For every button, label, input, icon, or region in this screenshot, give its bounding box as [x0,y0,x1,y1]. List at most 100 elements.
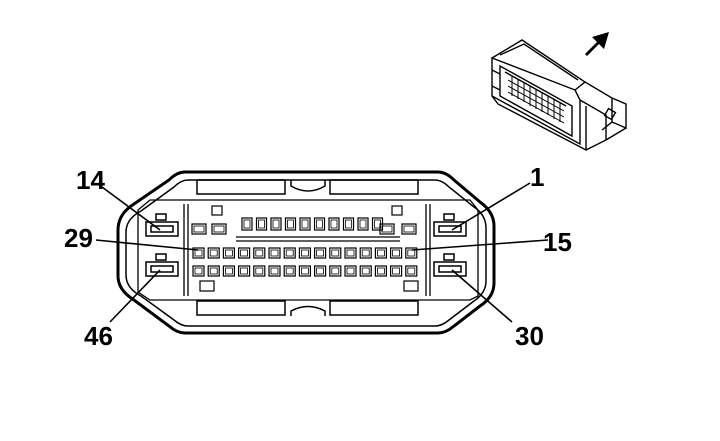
pin-cavity-contact [194,249,203,257]
leader-30 [451,269,513,323]
pin-cavity [342,217,355,231]
pin-cavity [241,217,253,231]
pin-cavity-contact [224,249,233,257]
pin-cavity-contact [213,225,225,233]
pin-46-terminal [145,253,179,277]
pin-cavity-contact [316,219,323,229]
pin-cavity [405,247,418,259]
pin-cavity [379,223,395,235]
pin-cavity-contact [285,249,294,257]
pin-cavity [329,265,342,277]
pin-cavity-contact [300,267,309,275]
pin-cavity-contact [407,267,416,275]
pin-cavity-contact [376,267,385,275]
pin-cavity [401,223,417,235]
pin-cavity [359,265,372,277]
pin-cavity-contact [316,249,325,257]
pin-cavity [222,265,235,277]
leader-14 [101,186,161,231]
pin-cavity [284,217,297,231]
pin-cavity [374,265,387,277]
pin-cavity [268,247,281,259]
pin-cavity [329,247,342,259]
pin-cavity-contact [285,267,294,275]
pin-field-frame [137,199,479,301]
pin-grid [191,217,418,277]
pin-cavity [207,265,220,277]
pin-cavity-contact [392,249,401,257]
pin-cavity [390,265,403,277]
pin-cavity [207,247,220,259]
pin-cavity-contact [359,219,367,229]
pin-cavity-contact [270,267,279,275]
pin-cavity [268,265,281,277]
pin-cavity-contact [361,267,370,275]
pin-cavity-contact [403,225,415,233]
pin-cavity [192,247,205,259]
pin-cavity-contact [331,267,340,275]
leader-1 [451,182,531,231]
center-key [290,305,326,316]
pin-cavity-contact [331,249,340,257]
pin-cavity-contact [361,249,370,257]
pin-label-29: 29 [64,223,93,253]
connector-perspective-icon [490,39,627,152]
pin-cavity-contact [346,249,355,257]
pin-cavity [405,265,418,277]
pin-cavity-contact [209,249,218,257]
pin-cavity [298,265,311,277]
pin-cavity [374,247,387,259]
pin-1-terminal [433,213,467,237]
leader-29 [95,239,199,251]
pin-cavity [211,223,227,235]
pin-cavity-contact [301,219,309,229]
pin-cavity-contact [381,225,393,233]
pin-cavity [344,247,357,259]
pin-cavity [313,217,326,231]
pin-cavity-contact [407,249,416,257]
key-slot [329,300,419,316]
pin-cavity [328,217,340,231]
pin-cavity-contact [255,267,264,275]
pin-cavity [270,217,282,231]
pin-label-46: 46 [84,321,113,351]
pin-cavity-contact [345,219,352,229]
pin-cavity-contact [316,267,325,275]
pin-cavity-contact [194,267,203,275]
pin-cavity [255,217,268,231]
pin-cavity-contact [392,267,401,275]
pin-cavity-contact [272,219,280,229]
pin-cavity-contact [287,219,294,229]
pin-cavity-contact [240,249,249,257]
pin-cavity [299,217,311,231]
key-slot [196,179,286,195]
pin-cavity [222,247,235,259]
pin-label-15: 15 [543,227,572,257]
pin-cavity [390,247,403,259]
pin-cavity-contact [193,225,205,233]
pin-cavity [191,223,207,235]
connector-face [116,170,496,335]
housing-outer [116,170,496,335]
pin-cavity [314,247,327,259]
housing-inner [125,179,487,327]
pin-30-terminal [433,253,467,277]
pin-cavity [344,265,357,277]
pin-cavity-contact [346,267,355,275]
pin-14-terminal [145,213,179,237]
pin-cavity [238,247,251,259]
key-slot [196,300,286,316]
arrow-up-right-icon [585,32,609,56]
pin-cavity-contact [330,219,338,229]
pin-label-1: 1 [530,162,544,192]
center-key [290,180,326,192]
pin-cavity [359,247,372,259]
pin-cavity [253,265,266,277]
key-slot [329,179,419,195]
leader-15 [411,239,549,251]
pin-label-14: 14 [76,165,105,195]
pin-cavity-contact [224,267,233,275]
pin-cavity-contact [258,219,265,229]
pin-cavity-contact [240,267,249,275]
